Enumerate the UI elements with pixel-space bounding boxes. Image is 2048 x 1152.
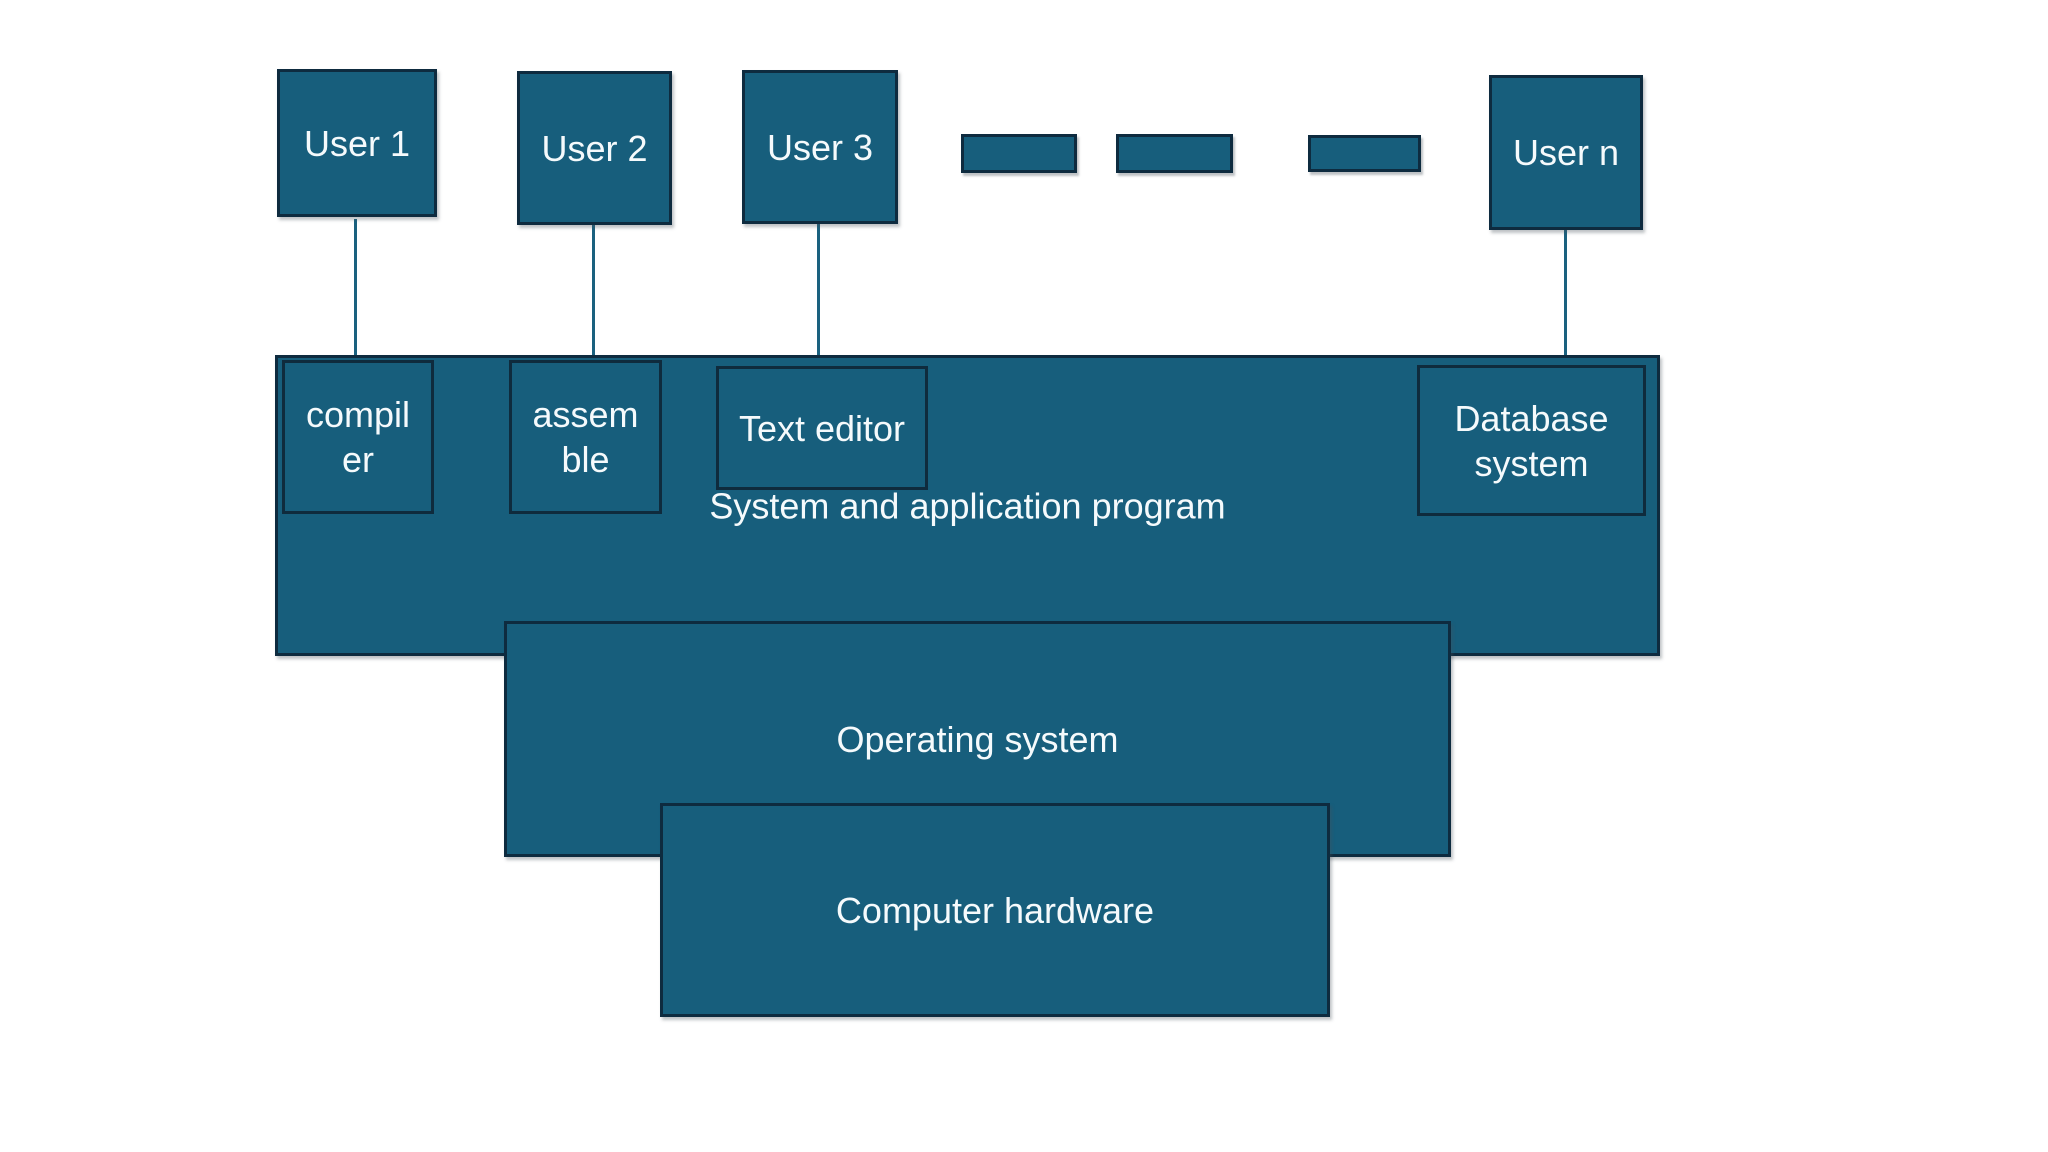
connector-usern-database xyxy=(1564,230,1567,363)
computer-hardware-layer: Computer hardware xyxy=(660,803,1330,1017)
system-application-layer: compiler assemble Text editor Database s… xyxy=(275,355,1660,656)
user-2-box: User 2 xyxy=(517,71,672,225)
user-3-box: User 3 xyxy=(742,70,898,224)
ellipsis-dash-1 xyxy=(961,134,1077,173)
connector-user3-texteditor xyxy=(817,224,820,355)
connector-user2-assembler xyxy=(592,225,595,355)
user-3-label: User 3 xyxy=(766,126,874,168)
system-application-layer-label: System and application program xyxy=(709,485,1226,526)
ellipsis-dash-3 xyxy=(1308,135,1421,172)
database-system-box: Database system xyxy=(1417,365,1646,516)
computer-hardware-label: Computer hardware xyxy=(835,889,1155,931)
assembler-box: assemble xyxy=(509,360,662,514)
user-1-label: User 1 xyxy=(303,122,411,164)
connector-user1-compiler xyxy=(354,219,357,355)
user-1-box: User 1 xyxy=(277,69,437,217)
compiler-box: compiler xyxy=(282,360,434,514)
database-system-label: Database system xyxy=(1454,397,1609,484)
text-editor-label: Text editor xyxy=(738,407,906,449)
compiler-label: compiler xyxy=(305,394,411,480)
user-2-label: User 2 xyxy=(541,127,648,169)
operating-system-label: Operating system xyxy=(836,718,1119,760)
user-n-label: User n xyxy=(1512,132,1620,173)
assembler-label: assemble xyxy=(532,394,639,480)
text-editor-box: Text editor xyxy=(716,366,928,490)
user-n-box: User n xyxy=(1489,75,1643,230)
ellipsis-dash-2 xyxy=(1116,134,1233,173)
